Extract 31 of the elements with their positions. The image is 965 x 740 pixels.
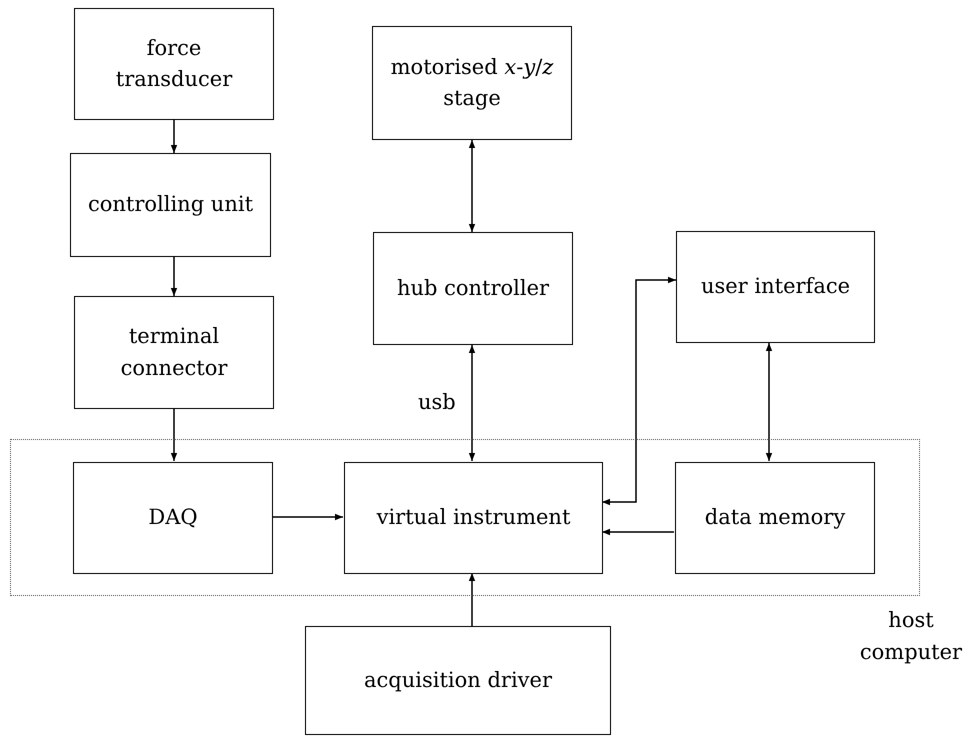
process-box bbox=[373, 232, 573, 345]
box-label: acquisition driver bbox=[363, 666, 553, 694]
arrow bbox=[602, 276, 676, 506]
process-box bbox=[372, 26, 572, 140]
arrow bbox=[170, 257, 178, 296]
box-label: motorised x-y/z stage bbox=[390, 54, 554, 112]
process-box bbox=[73, 462, 273, 574]
box-label: data memory bbox=[704, 504, 846, 532]
arrow bbox=[602, 528, 674, 536]
arrow bbox=[170, 409, 178, 461]
box-label: virtual instrument bbox=[376, 504, 572, 532]
box-label: terminal connector bbox=[120, 323, 228, 382]
box-label: user interface bbox=[700, 273, 852, 300]
arrow bbox=[766, 343, 772, 461]
arrow bbox=[468, 573, 476, 626]
box-label: force transducer bbox=[114, 34, 234, 93]
group-label: host computer bbox=[858, 607, 964, 666]
box-label: hub controller bbox=[396, 274, 550, 302]
process-box bbox=[344, 462, 603, 574]
arrow bbox=[468, 345, 476, 461]
process-box bbox=[70, 153, 271, 257]
process-box bbox=[676, 231, 875, 343]
arrow bbox=[468, 140, 476, 232]
process-box bbox=[305, 626, 611, 735]
process-box bbox=[74, 296, 274, 409]
arrow bbox=[272, 514, 343, 520]
arrow bbox=[170, 120, 178, 153]
box-label: DAQ bbox=[147, 504, 199, 532]
box-label: controlling unit bbox=[86, 191, 254, 218]
process-box bbox=[74, 8, 274, 120]
process-box bbox=[675, 462, 875, 574]
